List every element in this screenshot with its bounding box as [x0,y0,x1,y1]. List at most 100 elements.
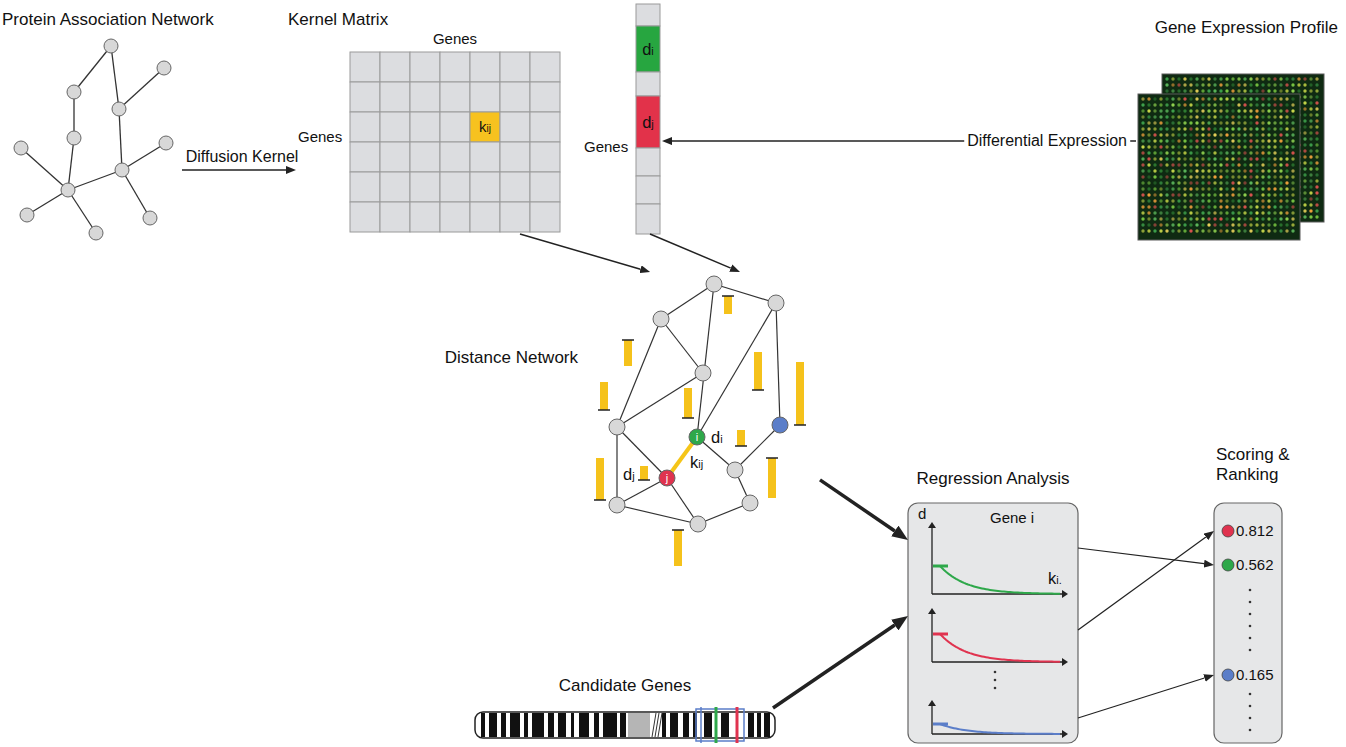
bar-baseline [594,499,606,501]
matrix-cell [500,202,530,232]
network-node [115,163,129,177]
connector-arrow [1078,537,1206,630]
microarray-spot [1237,109,1240,112]
microarray-spot [1165,133,1168,136]
axis-label: Genes [584,138,628,155]
microarray-spot [1183,109,1186,112]
microarray-spot [1267,205,1270,208]
microarray-spot [1231,169,1234,172]
microarray-spot [1273,89,1276,92]
microarray-spot [1291,229,1294,232]
vector-cell [636,176,660,204]
microarray-spot [1177,181,1180,184]
microarray-spot [1183,229,1186,232]
microarray-spot [1267,127,1270,130]
network-link [21,148,68,190]
microarray-spot [1315,185,1318,188]
microarray-spot [1207,229,1210,232]
microarray-spot [1273,181,1276,184]
microarray-spot [1201,89,1204,92]
microarray-spot [1177,169,1180,172]
microarray-spot [1243,205,1246,208]
microarray-spot [1243,145,1246,148]
network-node [690,516,706,532]
microarray-spot [1309,125,1312,128]
microarray-spot [1273,193,1276,196]
microarray-spot [1309,101,1312,104]
matrix-cell [440,112,470,142]
network-node [67,131,81,145]
matrix-cell [440,52,470,82]
network-link [776,303,780,425]
microarray-spot [1189,205,1192,208]
network-node [772,417,788,433]
microarray-spot [1153,139,1156,142]
panel-frame [1214,503,1282,743]
microarray-spot [1207,121,1210,124]
matrix-cell [530,202,560,232]
microarray-spot [1243,109,1246,112]
microarray-spot [1195,169,1198,172]
microarray-spot [1159,115,1162,118]
microarray-spot [1201,211,1204,214]
microarray-spot [1153,193,1156,196]
microarray-spot [1285,77,1288,80]
matrix-cell [350,52,380,82]
microarray-spot [1195,139,1198,142]
microarray-spot [1153,97,1156,100]
microarray-spot [1189,193,1192,196]
score-dot [1222,525,1234,537]
microarray-spot [1147,133,1150,136]
microarray-spot [1249,199,1252,202]
microarray-spot [1255,145,1258,148]
microarray-spot [1261,89,1264,92]
microarray-spot [1261,127,1264,130]
microarray-spot [1141,151,1144,154]
ellipsis-dot [1249,717,1252,720]
microarray-spot [1141,145,1144,148]
decay-curve [940,724,1060,734]
microarray-spot [1177,77,1180,80]
microarray-spot [1291,115,1294,118]
microarray-spot [1291,211,1294,214]
microarray-spot [1243,175,1246,178]
microarray-spot [1165,145,1168,148]
network-link [697,284,714,437]
matrix-cell [500,112,530,142]
microarray-spot [1195,175,1198,178]
network-node [67,85,81,99]
microarray-spot [1249,145,1252,148]
microarray-spot [1237,121,1240,124]
microarray-spot [1315,167,1318,170]
microarray-spot [1255,217,1258,220]
microarray-spot [1249,133,1252,136]
microarray-spot [1231,157,1234,160]
microarray-spot [1225,181,1228,184]
microarray-spot [1255,121,1258,124]
microarray-spot [1267,109,1270,112]
microarray-spot [1285,133,1288,136]
microarray-spot [1207,217,1210,220]
matrix-cell [380,202,410,232]
microarray-spot [1243,199,1246,202]
microarray-spot [1147,157,1150,160]
microarray-spot [1237,205,1240,208]
microarray-spot [1315,197,1318,200]
microarray-spot [1171,139,1174,142]
microarray-spot [1291,223,1294,226]
microarray-spot [1219,163,1222,166]
microarray-spot [1315,161,1318,164]
network-link [122,170,150,218]
microarray-spot [1183,139,1186,142]
chromosome-band [594,713,599,737]
microarray-spot [1225,205,1228,208]
microarray-spot [1219,109,1222,112]
microarray-spot [1315,149,1318,152]
microarray-spot [1243,151,1246,154]
microarray-spot [1237,223,1240,226]
microarray-spot [1165,157,1168,160]
microarray-spot [1255,151,1258,154]
matrix-cell [350,172,380,202]
microarray-spot [1255,77,1258,80]
microarray-spot [1153,103,1156,106]
